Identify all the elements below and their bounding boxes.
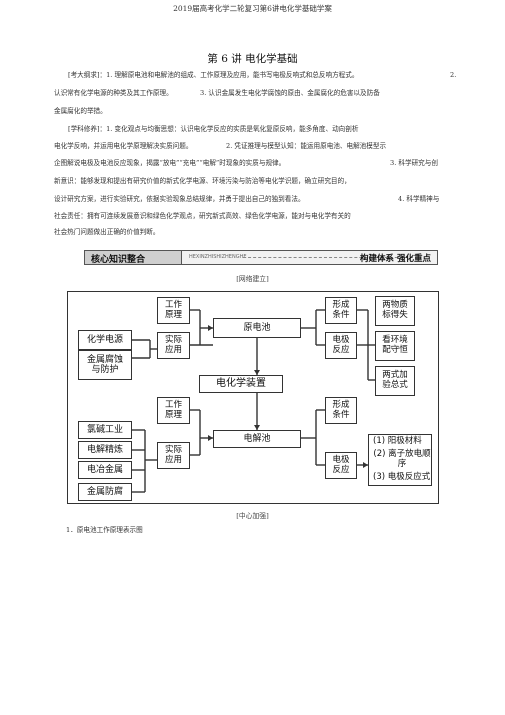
node-bottom-formation: 形成 条件	[325, 397, 357, 424]
paragraph-line: 新意识：能够发现和提出有研究价值的新式化学电源、环境污染与防治等电化学识题，确立…	[54, 177, 351, 185]
lesson-title: 第 6 讲 电化学基础	[207, 53, 298, 65]
node-far-right-3: 两式加 验总式	[375, 366, 415, 396]
node-bottom-working-principle: 工作 原理	[157, 397, 190, 424]
item-1: 1．原电池工作原理表示图	[66, 526, 143, 534]
center-label: [中心加强]	[236, 512, 269, 520]
paragraph-line: 3. 认识金属发生电化学腐蚀的原由、金属腐化的危害以及防备	[200, 89, 380, 97]
node-electrometallurgy: 电冶金属	[78, 461, 132, 479]
node-metal-corrosion: 金属腐蚀 与防护	[78, 350, 132, 380]
paragraph-line: [学科修养]：1. 变化观点与均衡思想：认识电化学反应的实质是氧化复原反响，能多…	[68, 125, 359, 133]
node-bottom-practical-use: 实际 应用	[157, 442, 190, 469]
paragraph-line: 认识常有化学电源的种类及其工作原理。	[54, 89, 173, 97]
diagram-frame	[67, 291, 439, 504]
banner-right-text: 构建体系 强化重点	[360, 254, 431, 264]
node-galvanic-cell: 原电池	[213, 318, 301, 338]
paragraph-line: 4. 科学精神与	[398, 195, 440, 203]
node-top-formation: 形成 条件	[325, 297, 357, 324]
paragraph-line: 社会热门问题做出正确的价值判断。	[54, 228, 160, 236]
banner-dashed-line	[243, 257, 413, 258]
page-header: 2019届高考化学二轮复习第6讲电化学基础学案	[173, 4, 332, 13]
node-bottom-electrode-reaction: 电极 反应	[325, 452, 357, 479]
banner-label-box	[85, 251, 182, 264]
arrow-head	[254, 370, 260, 375]
node-far-right-2: 看环境 配守恒	[375, 331, 415, 361]
node-far-right-1: 两物质 标得失	[375, 296, 415, 326]
node-metal-protection: 金属防腐	[78, 483, 132, 501]
arrow-head	[363, 462, 368, 468]
paragraph-line: 2. 凭证推理与模型认知：能运用原电池、电解池模型示	[226, 142, 387, 150]
core-knowledge-banner: 核心知识整合 HEXINZHISHIZHENGHE 构建体系 强化重点	[84, 250, 438, 265]
node-electrode-factors: (1) 阳极材料 (2) 离子放电顺序 (3) 电极反应式	[368, 434, 432, 486]
banner-subtitle: HEXINZHISHIZHENGHE	[189, 254, 247, 260]
paragraph-line: 企图解说电极及电池反应现象，揭露“放电”“充电”“电解”时现象的实质与规律。	[54, 159, 286, 167]
factor-electrode-equation: (3) 电极反应式	[373, 472, 431, 483]
factor-anode-material: (1) 阳极材料	[373, 435, 422, 446]
network-label: [网络建立]	[236, 275, 269, 283]
node-top-electrode-reaction: 电极 反应	[325, 332, 357, 359]
node-electrorefining: 电解精炼	[78, 441, 132, 459]
paragraph-line: 社会责任：拥有可连续发展意识和绿色化学观点，研究新式高效、绿色化学电源，能对与电…	[54, 212, 351, 220]
node-chlor-alkali: 氯碱工业	[78, 421, 132, 439]
arrow-head	[208, 435, 213, 441]
arrow-head	[208, 325, 213, 331]
paragraph-line: 2.	[450, 71, 457, 79]
banner-label: 核心知识整合	[91, 255, 146, 265]
paragraph-line: 设计研究方案，进行实验研究，依据实验现象总结规律，并勇于提出自己的独到看法。	[54, 195, 305, 203]
paragraph-line: 金属腐化的举措。	[54, 107, 107, 115]
node-top-working-principle: 工作 原理	[157, 297, 190, 324]
node-chemical-power: 化学电源	[78, 330, 132, 350]
paragraph-line: 3. 科学研究与创	[390, 159, 438, 167]
paragraph-line: 电化学反响，并运用电化学原理解决实质问题。	[54, 142, 193, 150]
paragraph-line: [考大纲求]：1. 理解原电池和电解池的组成、工作原理及应用，能书写电极反响式和…	[68, 71, 359, 79]
factor-discharge-order: (2) 离子放电顺序	[373, 449, 431, 469]
node-top-practical-use: 实际 应用	[157, 332, 190, 359]
node-electrolytic-cell: 电解池	[213, 430, 301, 448]
arrow-head	[254, 425, 260, 430]
node-electrochem-device: 电化学装置	[199, 375, 283, 393]
